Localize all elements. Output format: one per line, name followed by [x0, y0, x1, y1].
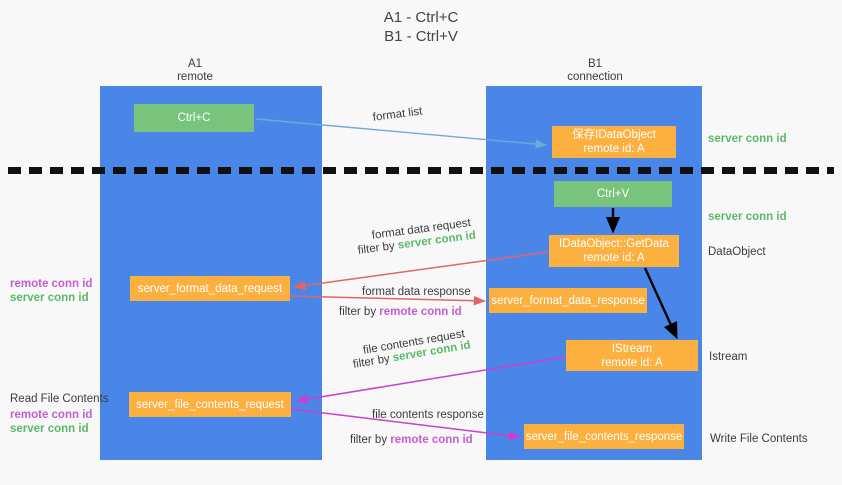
node-server-file-contents-request-label: server_file_contents_request — [136, 398, 284, 411]
remote-conn-id-left-2: remote conn id — [10, 409, 93, 421]
node-save-idataobject-line2: remote id: A — [583, 143, 645, 155]
filter-by-text-4: filter by — [350, 434, 388, 446]
server-conn-id-left-1: server conn id — [10, 292, 89, 304]
column-header-a1: A1 remote — [120, 58, 270, 84]
filter-by-text-3: filter by — [352, 352, 391, 371]
node-idataobject-getdata[interactable]: IDataObject::GetData remote id: A — [549, 235, 679, 267]
label-write-file-contents: Write File Contents — [710, 433, 808, 445]
node-ctrl-v-label: Ctrl+V — [596, 188, 630, 200]
node-server-file-contents-request[interactable]: server_file_contents_request — [129, 392, 291, 417]
node-getdata-line1: IDataObject::GetData — [559, 238, 669, 250]
node-istream-line1: IStream — [611, 342, 653, 355]
remote-conn-id-text-1: remote conn id — [379, 306, 462, 318]
filter-by-text-2: filter by — [339, 306, 377, 318]
filter-by-text-1: filter by — [357, 240, 396, 257]
label-filter-by-remote-conn-id-format: filter by remote conn id — [339, 305, 462, 319]
node-save-idataobject-line1: 保存IDataObject — [572, 129, 656, 141]
node-server-format-data-request-label: server_format_data_request — [137, 282, 283, 295]
label-read-file-contents-group: Read File Contents remote conn id server… — [10, 392, 108, 436]
label-dataobject: DataObject — [708, 246, 766, 258]
node-server-format-data-response-label: server_format_data_response — [491, 294, 645, 307]
label-conn-ids-mid: remote conn id server conn id — [10, 277, 92, 305]
remote-conn-id-left-1: remote conn id — [10, 278, 93, 290]
server-conn-id-left-2: server conn id — [10, 423, 89, 435]
node-server-format-data-response[interactable]: server_format_data_response — [489, 288, 647, 313]
node-ctrl-v[interactable]: Ctrl+V — [554, 181, 672, 207]
label-server-conn-id-top: server conn id — [708, 133, 787, 145]
label-file-contents-response: file contents response — [372, 409, 484, 421]
node-server-file-contents-response-label: server_file_contents_response — [525, 430, 683, 443]
node-istream-line2: remote id: A — [601, 356, 663, 369]
node-istream[interactable]: IStream remote id: A — [566, 340, 698, 371]
node-getdata-line2: remote id: A — [583, 252, 645, 264]
node-server-format-data-request[interactable]: server_format_data_request — [130, 276, 290, 301]
node-ctrl-c-label: Ctrl+C — [177, 112, 211, 124]
node-ctrl-c[interactable]: Ctrl+C — [134, 104, 254, 132]
label-format-data-response: format data response — [362, 286, 471, 298]
label-read-file-contents: Read File Contents — [10, 393, 109, 405]
title-line-2: B1 - Ctrl+V — [384, 28, 458, 45]
remote-conn-id-text-2: remote conn id — [390, 434, 473, 446]
column-b1-role: connection — [567, 71, 623, 83]
label-format-list: format list — [372, 105, 424, 124]
title-line-1: A1 - Ctrl+C — [383, 9, 459, 26]
node-server-file-contents-response[interactable]: server_file_contents_response — [524, 424, 684, 449]
dashed-separator — [8, 167, 834, 174]
node-save-idataobject[interactable]: 保存IDataObject remote id: A — [552, 126, 676, 158]
label-filter-by-remote-conn-id-file: filter by remote conn id — [350, 433, 473, 447]
column-a1-role: remote — [177, 71, 213, 83]
column-b1-name: B1 — [587, 58, 603, 70]
page-title: A1 - Ctrl+C B1 - Ctrl+V — [0, 8, 842, 46]
label-server-conn-id-mid: server conn id — [708, 211, 787, 223]
label-istream: Istream — [709, 351, 748, 363]
column-a1-name: A1 — [187, 58, 203, 70]
column-header-b1: B1 connection — [515, 58, 675, 84]
